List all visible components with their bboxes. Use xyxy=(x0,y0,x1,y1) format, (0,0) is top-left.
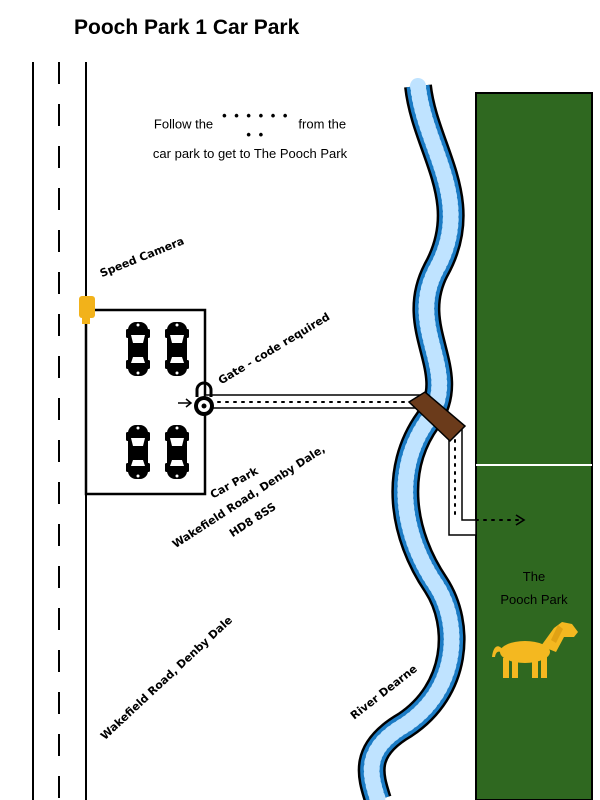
river-dearne xyxy=(357,78,466,800)
road xyxy=(32,62,87,800)
padlock-icon xyxy=(194,381,214,416)
directions-before: Follow the xyxy=(153,116,214,132)
arrow-icon xyxy=(475,514,526,526)
pooch-park-area xyxy=(475,92,593,800)
car-icon xyxy=(165,322,189,376)
park-name-line1: The xyxy=(522,569,546,584)
footpath-to-park xyxy=(448,425,477,536)
dog-icon xyxy=(492,622,578,678)
bridge xyxy=(407,391,467,443)
gate-arrow-icon xyxy=(178,398,193,408)
map-title: Pooch Park 1 Car Park xyxy=(74,16,300,39)
directions-line2: car park to get to The Pooch Park xyxy=(152,146,348,161)
directions-after: from the xyxy=(298,116,347,132)
car-icon xyxy=(126,322,150,376)
directions-dots: • • • • • • • • xyxy=(222,108,290,142)
speed-camera-icon xyxy=(79,296,95,324)
car-icon xyxy=(126,425,150,479)
directions-text: Follow the • • • • • • • • from the car … xyxy=(110,106,390,163)
car-icon xyxy=(165,425,189,479)
footpath-route xyxy=(204,394,425,409)
park-name-line2: Pooch Park xyxy=(500,592,568,607)
